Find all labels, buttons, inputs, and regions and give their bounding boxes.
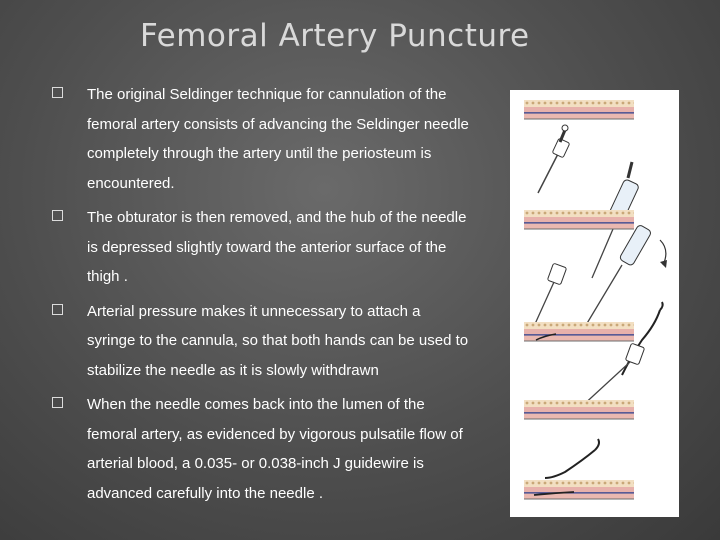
square-bullet-icon [52,87,63,98]
bullet-text: Arterial pressure makes it unnecessary t… [87,302,469,379]
tissue-layer-1 [523,99,635,120]
bullet-list: The original Seldinger technique for can… [52,80,472,513]
tissue-layer-2 [523,209,635,230]
bullet-text: When the needle comes back into the lume… [87,396,463,502]
slide-title: Femoral Artery Puncture [140,18,530,54]
bullet-item: Arterial pressure makes it unnecessary t… [52,297,472,386]
tissue-layer-4 [523,399,635,420]
bullet-item: The obturator is then removed, and the h… [52,203,472,292]
guidewire-panel [579,301,664,409]
guidewire-in-vessel [544,438,600,479]
bullet-text: The original Seldinger technique for can… [87,86,469,192]
illustration-svg [523,99,667,500]
square-bullet-icon [52,397,63,408]
square-bullet-icon [52,303,63,315]
square-bullet-icon [52,210,63,221]
bullet-item: The original Seldinger technique for can… [52,80,472,198]
bullet-text: The obturator is then removed, and the h… [87,209,467,285]
syringe-panel-2 [579,225,651,336]
seldinger-technique-illustration [510,90,679,517]
tissue-layer-5 [523,479,635,500]
needle-panel [537,124,570,194]
bullet-item: When the needle comes back into the lume… [52,390,472,508]
